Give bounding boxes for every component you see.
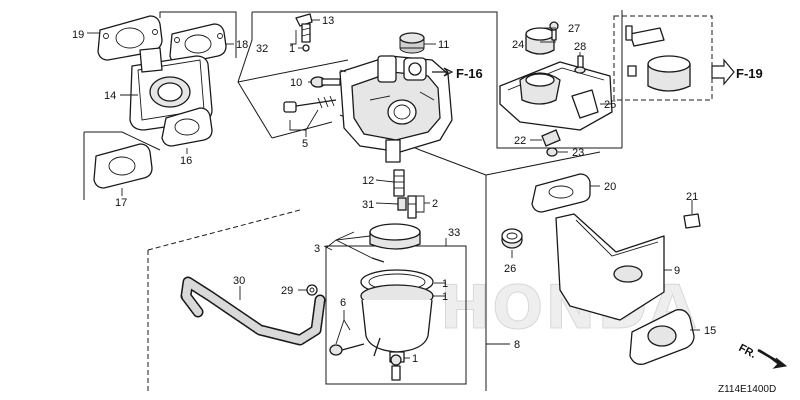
callout-30: 30 [233, 275, 245, 287]
clip-29 [306, 284, 318, 296]
front-indicator-label: FR. [737, 342, 758, 361]
callout-5: 5 [302, 138, 308, 150]
callout-24: 24 [512, 39, 524, 51]
callout-1-ring: 1 [442, 291, 448, 303]
callout-9: 9 [674, 265, 680, 277]
callout-18: 18 [236, 39, 248, 51]
carburetor-body [339, 55, 453, 163]
pilot-screw-set-5 [283, 95, 337, 113]
jet-31 [397, 197, 407, 211]
callout-14: 14 [104, 90, 116, 102]
link-22 [541, 129, 561, 147]
gasket-20 [531, 173, 591, 213]
heat-shield-9 [555, 213, 665, 321]
callout-6: 6 [340, 297, 346, 309]
callout-19: 19 [72, 29, 84, 41]
callout-1-bottom: 1 [412, 353, 418, 365]
callout-31: 31 [362, 199, 374, 211]
callout-13: 13 [322, 15, 334, 27]
callout-3: 3 [314, 243, 320, 255]
screw-23 [546, 147, 558, 157]
bolt-1-bottom [390, 354, 402, 381]
screw-28 [574, 55, 586, 74]
drain-screw-6 [329, 343, 365, 356]
choke-bracket-25 [499, 61, 613, 131]
callout-26: 26 [504, 263, 516, 275]
callout-22: 22 [514, 135, 526, 147]
diagram-code: Z114E1400D [718, 384, 776, 395]
callout-27: 27 [568, 23, 580, 35]
inset-f19-parts [625, 25, 691, 92]
reference-f19: F-19 [736, 66, 763, 81]
callout-11: 11 [438, 39, 449, 51]
reference-f16: F-16 [456, 66, 483, 81]
callout-15: 15 [704, 325, 716, 337]
cap-11 [399, 32, 425, 54]
callout-28: 28 [574, 41, 586, 53]
jet-2 [407, 195, 417, 219]
callout-32: 32 [256, 43, 268, 55]
main-jet-12 [393, 169, 405, 197]
callout-2: 2 [432, 198, 438, 210]
callout-10: 10 [290, 77, 302, 89]
frame-18 [159, 11, 237, 58]
grommet-26 [501, 228, 523, 249]
arrow-right-icon [711, 58, 735, 86]
callout-33: 33 [448, 227, 460, 239]
callout-17: 17 [115, 197, 127, 209]
callout-16: 16 [180, 155, 192, 167]
callout-1-top: 1 [289, 43, 295, 55]
screw-13 [295, 13, 313, 52]
callout-12: 12 [362, 175, 374, 187]
callout-labels: 19 18 14 16 17 13 32 1 11 10 5 F-16 12 3… [72, 15, 776, 395]
drain-tube-30 [180, 276, 326, 346]
float-bowl-33 [360, 269, 434, 363]
arrow-f16-icon [432, 67, 454, 77]
callout-8: 8 [514, 339, 520, 351]
inset-box-f19 [613, 15, 713, 101]
callout-25: 25 [604, 99, 616, 111]
float-3 [369, 223, 421, 263]
gasket-17 [93, 143, 153, 189]
callout-20: 20 [604, 181, 616, 193]
callout-29: 29 [281, 285, 293, 297]
callout-23: 23 [572, 147, 584, 159]
callout-21: 21 [686, 191, 698, 203]
choke-knob-24 [525, 27, 555, 55]
callout-1-bowl: 1 [442, 278, 448, 290]
leader-lines [87, 19, 700, 359]
screw-10 [310, 76, 341, 88]
gasket-15 [629, 309, 695, 365]
clip-21 [683, 213, 701, 229]
gasket-16 [161, 107, 213, 147]
